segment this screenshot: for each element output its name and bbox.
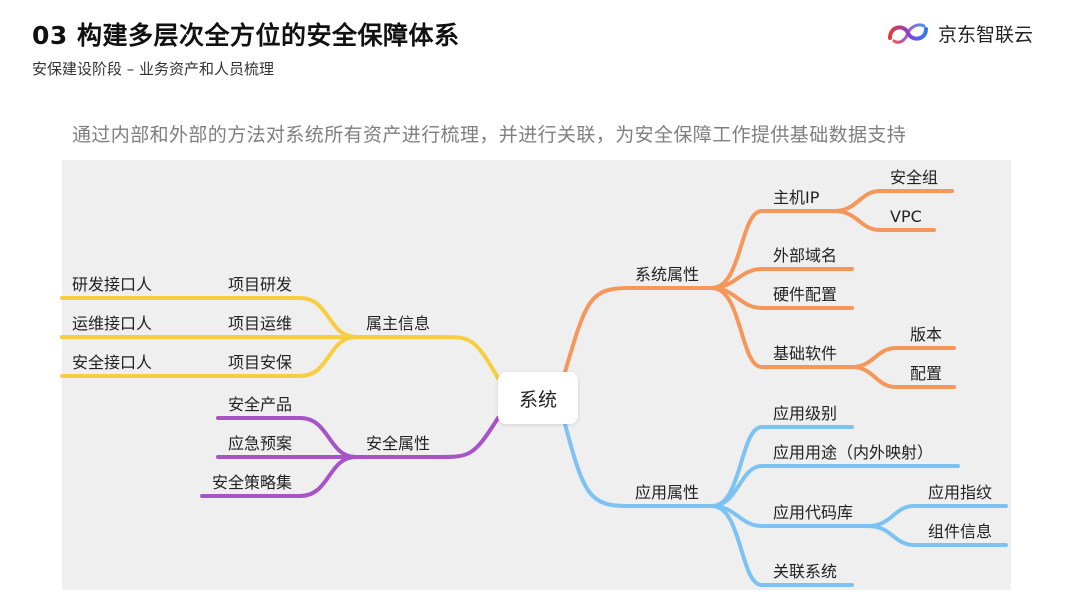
node-security-products: 安全产品 xyxy=(228,395,293,414)
node-app-purpose: 应用用途（内外映射） xyxy=(773,443,934,462)
jd-cloud-logo-icon xyxy=(888,23,928,44)
mindmap-root-node: 系统 xyxy=(498,372,578,424)
node-project-ops: 项目运维 xyxy=(228,314,293,333)
node-sec-contact: 安全接口人 xyxy=(72,353,153,372)
node-emergency-plan: 应急预案 xyxy=(228,434,293,453)
connector-system-to-host-ip xyxy=(710,209,836,290)
node-related-systems: 关联系统 xyxy=(773,562,838,581)
node-project-sec: 项目安保 xyxy=(228,353,293,372)
node-config: 配置 xyxy=(910,364,943,383)
node-app-fingerprint: 应用指纹 xyxy=(928,483,993,502)
connector-app-to-related xyxy=(710,504,854,587)
brand-logo: 京东智联云 xyxy=(886,18,1033,48)
node-app-attributes: 应用属性 xyxy=(635,483,700,502)
node-component-info: 组件信息 xyxy=(928,522,993,541)
connector-security-to-policy xyxy=(200,455,358,498)
node-security-policy-set: 安全策略集 xyxy=(212,473,293,492)
node-ops-contact: 运维接口人 xyxy=(72,314,153,333)
node-hardware-config: 硬件配置 xyxy=(773,285,838,304)
page-subtitle: 安保建设阶段 – 业务资产和人员梳理 xyxy=(32,60,275,78)
node-app-level: 应用级别 xyxy=(773,404,838,423)
node-base-software: 基础软件 xyxy=(773,344,838,363)
connector-app-to-purpose xyxy=(710,464,960,508)
node-vpc: VPC xyxy=(890,207,922,226)
page-title: 03 构建多层次全方位的安全保障体系 xyxy=(32,21,460,50)
connector-root-to-security-attributes xyxy=(354,416,500,459)
node-owner-info: 属主信息 xyxy=(366,314,431,333)
connector-root-to-system-attributes xyxy=(563,286,714,374)
node-external-domain: 外部域名 xyxy=(773,246,838,265)
node-dev-contact: 研发接口人 xyxy=(72,275,153,294)
connector-repo-to-components xyxy=(866,524,1008,547)
connector-system-to-software xyxy=(710,286,854,369)
node-security-group: 安全组 xyxy=(890,168,939,187)
node-app-repo: 应用代码库 xyxy=(773,503,854,522)
node-security-attributes: 安全属性 xyxy=(366,434,431,453)
connector-owner-to-project-sec xyxy=(218,335,358,378)
connector-root-to-owner-info xyxy=(354,334,500,380)
connector-root-to-app-attributes xyxy=(563,422,714,508)
intro-text: 通过内部和外部的方法对系统所有资产进行梳理，并进行关联，为安全保障工作提供基础数… xyxy=(72,124,907,146)
node-project-dev: 项目研发 xyxy=(228,275,293,294)
connector-host-ip-to-vpc xyxy=(832,209,936,232)
node-version: 版本 xyxy=(910,325,943,344)
connector-software-to-config xyxy=(850,365,956,389)
node-host-ip: 主机IP xyxy=(773,188,820,207)
brand-name: 京东智联云 xyxy=(938,23,1034,46)
node-system-attributes: 系统属性 xyxy=(635,265,700,284)
